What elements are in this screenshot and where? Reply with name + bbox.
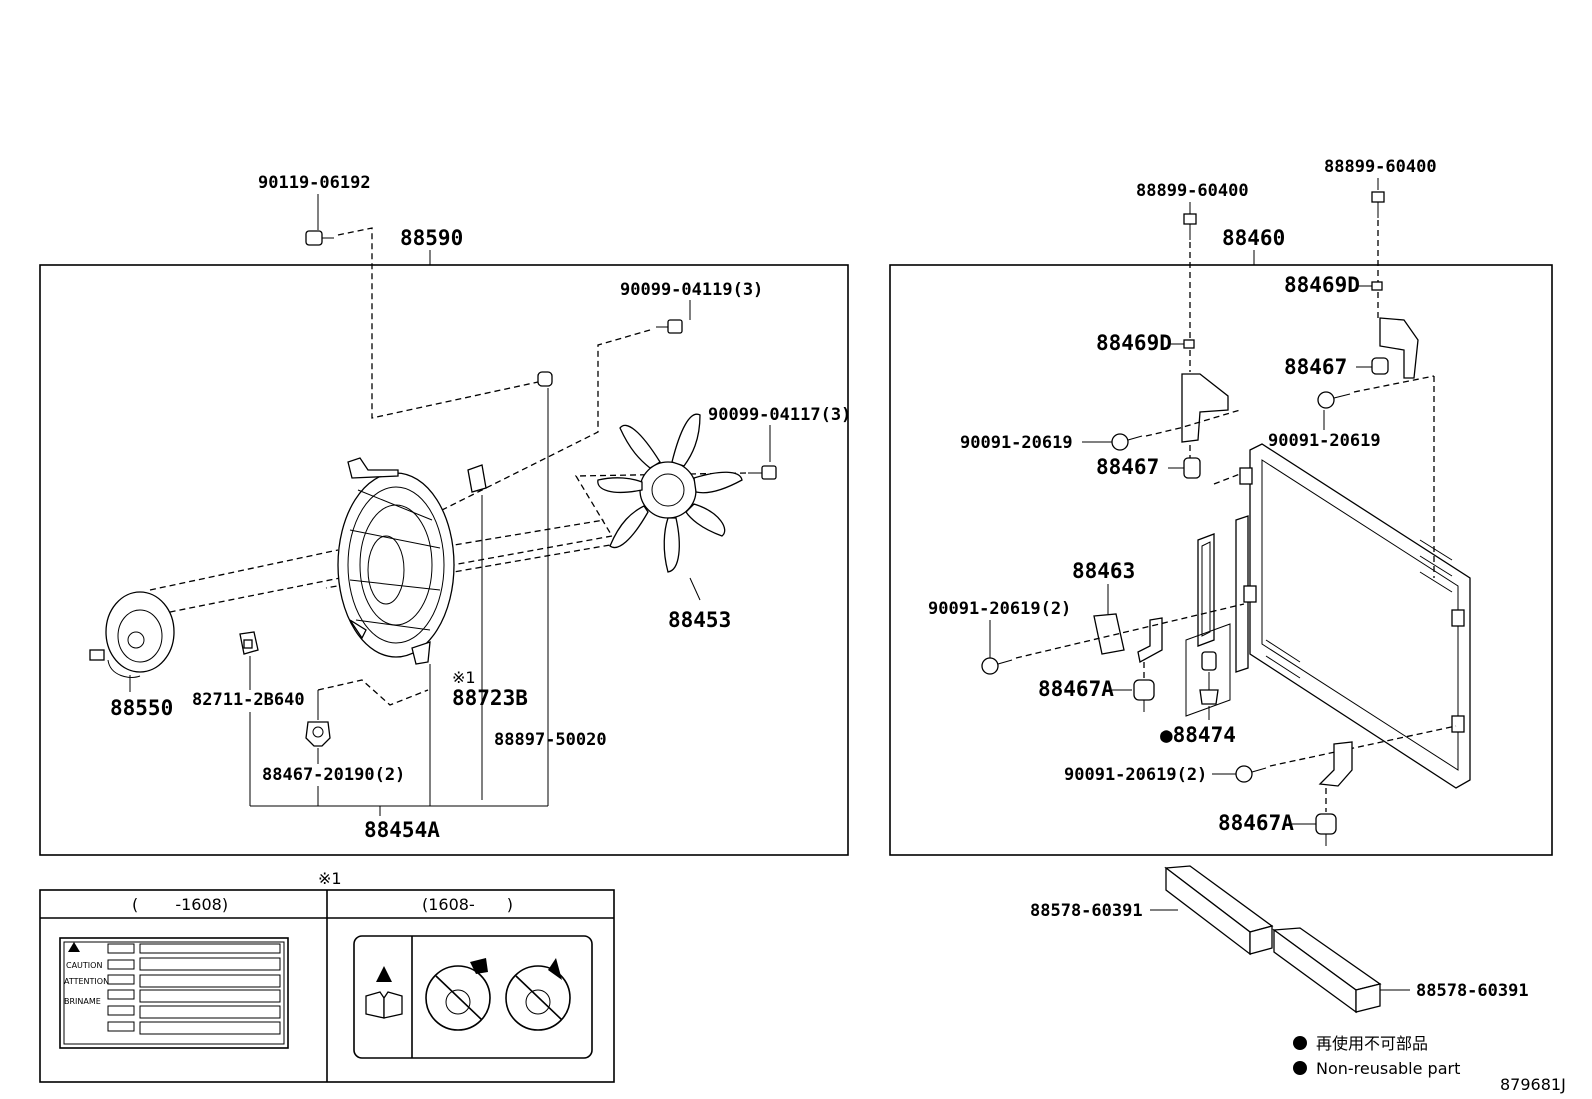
bolt-icon xyxy=(305,230,334,246)
left-assembly-frame xyxy=(39,264,849,856)
label-88467A-b[interactable]: 88467A xyxy=(1218,811,1294,835)
label-90099-04117[interactable]: 90099-04117(3) xyxy=(708,405,851,425)
washer-icon xyxy=(1371,281,1383,291)
bolt-icon xyxy=(1183,213,1197,240)
left-assembly: 88590 90119-06192 90099-04119(3) 90099-0… xyxy=(39,173,851,856)
label-88578-60391-upper[interactable]: 88578-60391 xyxy=(1030,901,1143,921)
label-88463[interactable]: 88463 xyxy=(1072,559,1135,583)
fan-shroud xyxy=(337,457,455,665)
receiver-icon xyxy=(1185,533,1231,717)
nut-icon xyxy=(656,319,683,334)
bullet-icon xyxy=(1293,1036,1307,1050)
dryer-icon xyxy=(1199,651,1219,705)
table-col1-header: ( -1608) xyxy=(132,895,228,914)
screw-icon xyxy=(1235,765,1267,783)
label-88578-60391-lower[interactable]: 88578-60391 xyxy=(1416,981,1529,1001)
legend-en: Non-reusable part xyxy=(1316,1059,1460,1078)
label-88590[interactable]: 88590 xyxy=(400,226,463,250)
label-90119-06192[interactable]: 90119-06192 xyxy=(258,173,371,193)
plug-icon xyxy=(305,721,331,747)
label-88474[interactable]: ●88474 xyxy=(1160,723,1236,747)
motor-icon xyxy=(89,591,175,678)
label-88899-60400-b[interactable]: 88899-60400 xyxy=(1324,157,1437,177)
label-88550[interactable]: 88550 xyxy=(110,696,173,720)
caution-row: CAUTION xyxy=(66,961,102,970)
clip-icon xyxy=(537,371,553,387)
label-82711-2B640[interactable]: 82711-2B640 xyxy=(192,690,305,710)
bracket-icon xyxy=(1181,317,1419,443)
label-88460[interactable]: 88460 xyxy=(1222,226,1285,250)
fan-icon xyxy=(597,413,743,573)
seal-icon xyxy=(1164,865,1274,956)
warning-label-icon: CAUTION ATTENTION BRINAME xyxy=(59,937,289,1049)
briname-row: BRINAME xyxy=(64,997,101,1006)
label-88899-60400-a[interactable]: 88899-60400 xyxy=(1136,181,1249,201)
nut-icon xyxy=(748,465,777,480)
label-90091-20619-a[interactable]: 90091-20619 xyxy=(960,433,1073,453)
legend-jp: 再使用不可部品 xyxy=(1316,1034,1428,1053)
label-90091-20619-c[interactable]: 90091-20619(2) xyxy=(928,599,1071,619)
right-assembly-frame xyxy=(889,264,1553,856)
label-88469D-b[interactable]: 88469D xyxy=(1284,273,1360,297)
pictogram-label-icon xyxy=(353,935,593,1059)
cushion-icon xyxy=(1371,357,1389,375)
label-88454A[interactable]: 88454A xyxy=(364,818,440,842)
attention-row: ATTENTION xyxy=(64,977,109,986)
label-table: ※1 ( -1608) (1608- ) CAUTION ATTENTION B xyxy=(39,869,615,1083)
condenser-icon xyxy=(1235,443,1471,789)
seals: 88578-60391 88578-60391 xyxy=(1030,865,1529,1014)
bracket-icon xyxy=(1093,613,1163,663)
bullet-icon xyxy=(1293,1061,1307,1075)
label-88469D-a[interactable]: 88469D xyxy=(1096,331,1172,355)
note-mark-table: ※1 xyxy=(318,869,342,888)
label-90091-20619-b[interactable]: 90091-20619 xyxy=(1268,431,1381,451)
table-col2-header: (1608- ) xyxy=(422,895,513,914)
right-assembly: 88460 88899-60400 88899-60400 88469D 884… xyxy=(889,157,1553,856)
washer-icon xyxy=(1183,339,1195,349)
label-88467-b[interactable]: 88467 xyxy=(1284,355,1347,379)
mount-icon xyxy=(1315,813,1337,846)
bracket-icon xyxy=(1318,741,1353,787)
diagram-id: 879681J xyxy=(1500,1075,1566,1094)
connector-icon xyxy=(239,631,259,655)
label-88467-a[interactable]: 88467 xyxy=(1096,455,1159,479)
label-88467A-a[interactable]: 88467A xyxy=(1038,677,1114,701)
label-88467-20190[interactable]: 88467-20190(2) xyxy=(262,765,405,785)
note-mark: ※1 xyxy=(452,668,476,687)
cushion-icon xyxy=(1183,457,1201,479)
mount-icon xyxy=(1133,679,1155,712)
label-strip-icon xyxy=(467,464,487,493)
seal-icon xyxy=(1272,927,1382,1014)
label-90091-20619-d[interactable]: 90091-20619(2) xyxy=(1064,765,1207,785)
label-88453[interactable]: 88453 xyxy=(668,608,731,632)
screw-icon xyxy=(1111,433,1143,451)
bolt-icon xyxy=(1371,191,1385,218)
label-88723B[interactable]: 88723B xyxy=(452,686,528,710)
screw-icon xyxy=(981,657,1013,675)
label-88897-50020[interactable]: 88897-50020 xyxy=(494,730,607,750)
label-90099-04119[interactable]: 90099-04119(3) xyxy=(620,280,763,300)
legend: 再使用不可部品 Non-reusable part xyxy=(1293,1034,1460,1078)
screw-icon xyxy=(1317,391,1351,409)
